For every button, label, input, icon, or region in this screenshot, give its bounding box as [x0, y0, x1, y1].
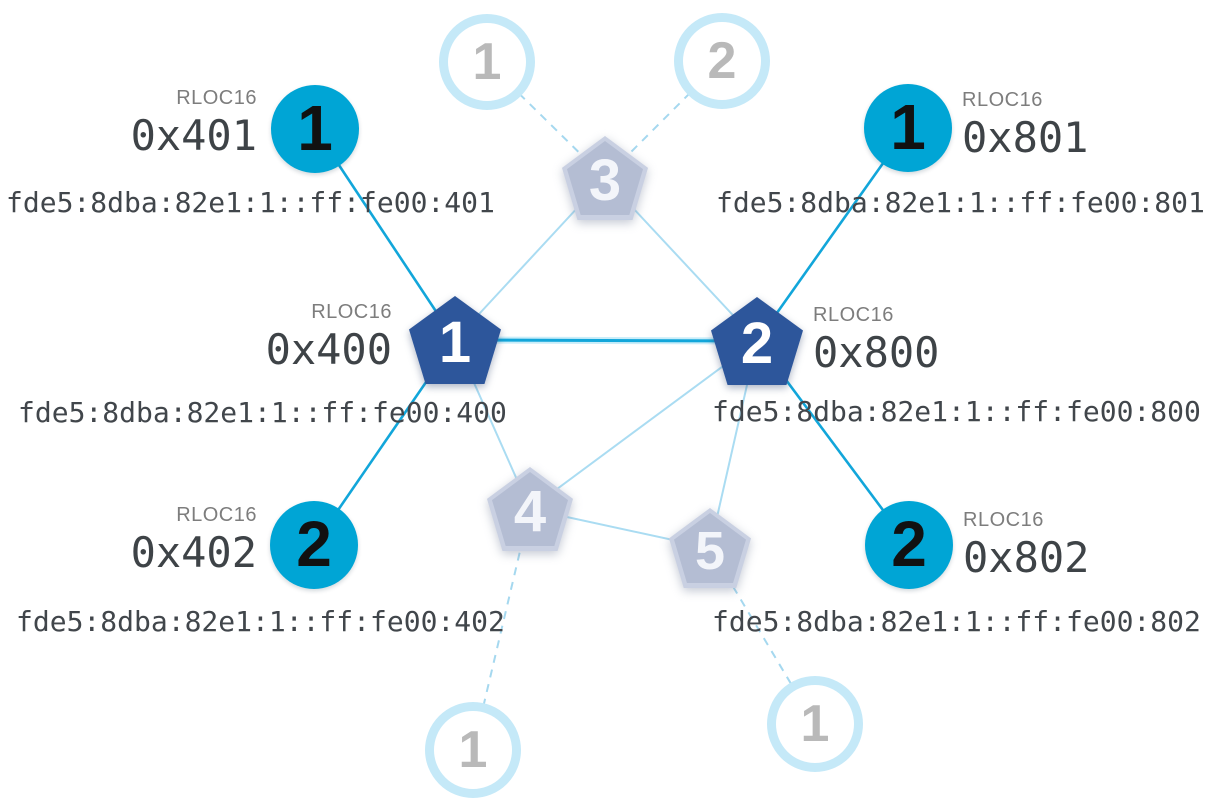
node-number: 2: [891, 508, 927, 580]
node-number: 2: [296, 508, 332, 580]
topology-link: [529, 340, 758, 510]
topology-link: [454, 338, 758, 343]
rloc16-value: 0x402: [130, 528, 257, 577]
rloc16-value: 0x401: [130, 111, 257, 160]
router-node-1[interactable]: 1: [409, 296, 501, 384]
rloc16-caption: RLOC16: [311, 301, 392, 323]
ipv6-address-0x402: fde5:8dba:82e1:1::ff:fe00:402: [16, 605, 505, 638]
node-number: 4: [513, 479, 547, 544]
rloc16-value: 0x400: [265, 325, 392, 374]
ipv6-address-0x401: fde5:8dba:82e1:1::ff:fe00:401: [6, 186, 495, 219]
rloc-label-group-0x801: RLOC16 0x801: [962, 90, 1202, 159]
faded-child-node-1-bottom-left[interactable]: 1: [425, 702, 521, 798]
rloc16-value: 0x801: [962, 113, 1089, 162]
rloc16-caption: RLOC16: [813, 304, 894, 326]
rloc-label-group-0x800: RLOC16 0x800: [813, 305, 1053, 374]
faded-router-node-5[interactable]: 5: [669, 508, 751, 588]
node-number: 1: [472, 33, 502, 91]
ipv6-address-0x400: fde5:8dba:82e1:1::ff:fe00:400: [18, 396, 507, 429]
rloc16-value: 0x800: [813, 328, 940, 377]
faded-router-node-4[interactable]: 4: [487, 467, 573, 551]
node-number: 1: [297, 92, 333, 164]
ipv6-address-0x801: fde5:8dba:82e1:1::ff:fe00:801: [716, 186, 1205, 219]
child-node-0x801[interactable]: 1: [864, 84, 952, 172]
child-node-0x401[interactable]: 1: [271, 85, 359, 173]
rloc-label-group-0x402: RLOC16 0x402: [57, 505, 257, 574]
node-number: 1: [800, 695, 830, 753]
rloc16-caption: RLOC16: [176, 504, 257, 526]
rloc16-caption: RLOC16: [176, 87, 257, 109]
ipv6-address-0x800: fde5:8dba:82e1:1::ff:fe00:800: [712, 395, 1201, 428]
router-node-2[interactable]: 2: [711, 297, 803, 385]
node-number: 5: [694, 521, 726, 581]
node-number: 3: [588, 148, 622, 213]
child-node-0x802[interactable]: 2: [865, 501, 953, 589]
node-number: 1: [890, 91, 926, 163]
child-node-0x402[interactable]: 2: [270, 501, 358, 589]
node-number: 1: [458, 721, 488, 779]
node-number: 1: [438, 310, 472, 375]
rloc16-caption: RLOC16: [962, 89, 1043, 111]
rloc-label-group-0x400: RLOC16 0x400: [192, 302, 392, 371]
faded-child-node-2-top-right[interactable]: 2: [674, 13, 770, 109]
rloc-label-group-0x802: RLOC16 0x802: [963, 510, 1203, 579]
rloc16-caption: RLOC16: [963, 509, 1044, 531]
faded-child-node-1-bottom-right[interactable]: 1: [767, 676, 863, 772]
topology-link: [472, 508, 531, 751]
ipv6-address-0x802: fde5:8dba:82e1:1::ff:fe00:802: [712, 605, 1201, 638]
node-number: 2: [740, 311, 774, 376]
rloc16-value: 0x802: [963, 533, 1090, 582]
faded-child-node-1-top-left[interactable]: 1: [439, 14, 535, 110]
rloc-label-group-0x401: RLOC16 0x401: [57, 88, 257, 157]
node-number: 2: [707, 32, 737, 90]
faded-router-node-3[interactable]: 3: [562, 136, 648, 220]
